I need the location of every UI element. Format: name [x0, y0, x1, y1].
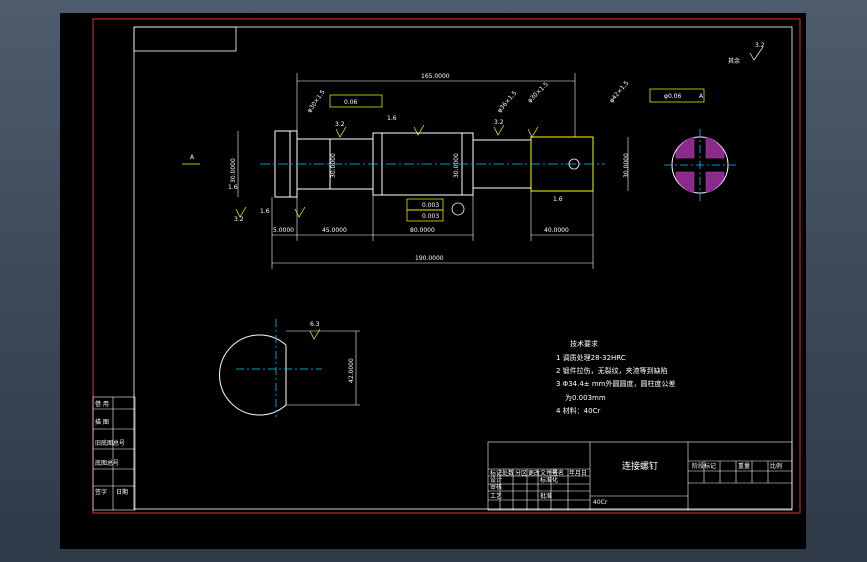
roughness-note: 其余: [728, 57, 740, 65]
dim-phi-1: φ30×1.5: [306, 89, 327, 115]
tech-req-4: 4 材料：40Cr: [556, 406, 600, 415]
dim-40: 40.0000: [544, 227, 569, 234]
tolerance-frames: [329, 88, 705, 222]
dim-5: 5.0000: [273, 227, 294, 234]
tol-datum: A: [699, 93, 704, 100]
tb-label-change: 更改文件号: [528, 469, 558, 477]
side-strip: [92, 396, 136, 511]
tb-label-mark: 标记: [490, 469, 502, 477]
roughness-2: 3.2: [335, 121, 345, 128]
dim-phi-3: φ30×1.5: [526, 81, 550, 105]
tb-label-count: 处数: [502, 469, 514, 477]
roughness-1: 3.2: [234, 216, 244, 223]
tech-req-3b: 为0.003mm: [565, 393, 606, 402]
tb-label-review: 审核: [490, 483, 502, 491]
roughness-symbol-default: [749, 46, 764, 61]
dim-45: 45.0000: [322, 227, 347, 234]
roughness-3: 3.2: [494, 119, 504, 126]
side-label-5: 签字: [95, 488, 107, 496]
section-view: [664, 129, 736, 201]
dim-phi-2: φ36×1.5: [496, 90, 518, 115]
roughness-symbols: [235, 124, 539, 340]
side-label-6: 日期: [116, 488, 128, 496]
dim-42: 42.0000: [348, 358, 355, 383]
inner-frame: [133, 26, 793, 510]
tb-label-process: 工艺: [490, 492, 502, 500]
dim-80: 80.0000: [410, 227, 435, 234]
end-view: [219, 319, 360, 417]
section-letter-left: A: [190, 154, 195, 161]
tb-label-stage: 阶段标记: [692, 462, 716, 470]
roughness-7: 1.6: [387, 115, 397, 122]
roughness-8: 1.6: [553, 196, 563, 203]
roughness-4: 6.3: [310, 321, 320, 328]
side-label-1: 借 用: [95, 400, 109, 408]
title-block: [487, 441, 793, 511]
tech-req-3: 3 Φ34.4± mm外圆圆度，圆柱度公差: [556, 379, 676, 388]
tech-req-1: 1 调质处理28-32HRC: [556, 353, 626, 362]
tb-label-approve: 批准: [540, 492, 552, 500]
tol-round-value: 0.003: [422, 202, 439, 209]
dim-phi-4: φ42×1.5: [608, 80, 630, 105]
dimension-lines: [237, 73, 629, 269]
code-box: [133, 26, 237, 52]
roughness-5: 1.6: [228, 184, 238, 191]
cross-hole: [568, 158, 580, 170]
tol-perp-value: 0.06: [344, 99, 358, 106]
dim-30-b: 30.0000: [330, 153, 337, 178]
dim-165: 165.0000: [421, 73, 450, 80]
outer-frame: [92, 18, 801, 514]
roughness-default-value: 3.2: [755, 42, 765, 49]
tech-req-2: 2 锻件拉伤，无裂纹，夹渣等到缺陷: [556, 366, 668, 375]
tb-label-std: 标准化: [540, 476, 558, 484]
material-label: 40Cr: [593, 499, 608, 506]
tb-label-scale: 比例: [770, 462, 782, 470]
side-label-3: 旧底图总号: [95, 439, 125, 447]
tb-label-sign: 签名: [552, 469, 564, 477]
dim-30-d: 30.0000: [623, 153, 630, 178]
dim-190: 190.0000: [415, 255, 444, 262]
tol-cyl-value: 0.003: [422, 213, 439, 220]
tb-label-date: 年月日: [569, 469, 587, 477]
cad-drawing: 借 用 描 图 旧底图总号 底图总号 签字 日期 连接螺钉 40Cr 标记 处数…: [92, 18, 801, 514]
tol-pos-value: φ0.06: [664, 93, 682, 100]
side-label-2: 描 图: [95, 418, 109, 426]
dim-30-a: 30.0000: [230, 158, 237, 183]
tech-req-heading: 技术要求: [570, 339, 598, 348]
drawing-title: 连接螺钉: [622, 460, 658, 472]
tb-label-zone: 分区: [515, 469, 527, 477]
tb-label-design: 设计: [490, 476, 502, 484]
side-label-4: 底图总号: [95, 459, 119, 467]
drawing-sheet: 借 用 描 图 旧底图总号 底图总号 签字 日期 连接螺钉 40Cr 标记 处数…: [60, 13, 806, 549]
tb-label-weight: 重量: [738, 462, 750, 470]
roughness-6: 1.6: [260, 208, 270, 215]
dim-30-c: 30.0000: [453, 153, 460, 178]
datum-circle: [451, 202, 465, 216]
